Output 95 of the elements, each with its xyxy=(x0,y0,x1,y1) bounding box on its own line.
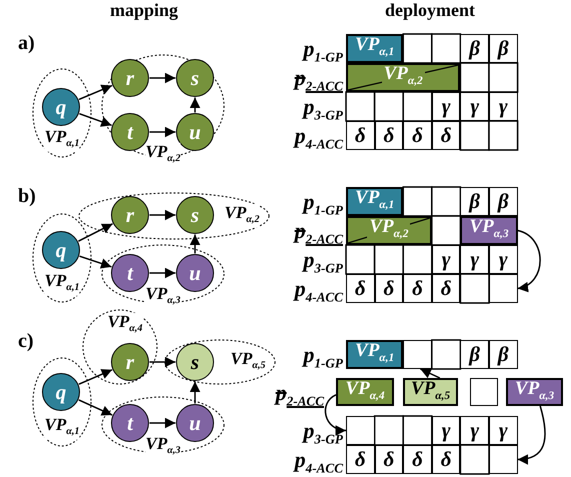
task-block: VP$_{α,1}$ xyxy=(346,187,404,216)
task-circle: s xyxy=(176,59,214,97)
arrow xyxy=(150,126,176,138)
table-cell: γ xyxy=(432,92,460,121)
empty-cell xyxy=(470,378,498,406)
table-cell: β xyxy=(489,340,518,369)
task-block: VP$_{α,5}$ xyxy=(403,378,458,406)
table-cell: δ xyxy=(374,274,404,303)
arrow xyxy=(517,230,541,291)
table-cell: γ xyxy=(460,92,489,121)
row-label: p$_{4-ACC}$ xyxy=(292,275,343,303)
table-cell: γ xyxy=(432,416,460,445)
arrow xyxy=(150,72,176,84)
arrow xyxy=(78,369,112,385)
table-cell: β xyxy=(460,340,489,369)
task-circle: r xyxy=(111,343,149,381)
table-cell: δ xyxy=(403,274,432,303)
group-label: VP$_{α,1}$ xyxy=(44,416,80,440)
table-cell: β xyxy=(460,34,489,63)
arrow xyxy=(150,268,176,278)
group-label: VP$_{α,1}$ xyxy=(44,128,80,152)
panel-label: c) xyxy=(18,330,34,353)
row-label: p$_{2-ACC}$ xyxy=(292,217,343,245)
table-cell: δ xyxy=(374,121,404,150)
task-circle: q xyxy=(42,88,80,126)
arrow xyxy=(324,394,346,435)
group-ellipse xyxy=(32,213,92,303)
row-label: p$_{2-ACC}$ xyxy=(273,379,324,407)
task-block: VP$_{α,4}$ xyxy=(336,378,394,406)
table-cell: γ xyxy=(432,245,460,274)
group-label: VP$_{α,5}$ xyxy=(230,350,266,374)
row-label: p$_{3-GP}$ xyxy=(300,246,343,274)
task-block: VP$_{α,2}$ xyxy=(346,216,432,245)
table-cell: γ xyxy=(489,245,518,274)
panel-label: a) xyxy=(18,32,35,55)
task-block: VP$_{α,3}$ xyxy=(460,216,518,245)
group-ellipse xyxy=(164,339,276,385)
table-cell: δ xyxy=(346,445,375,474)
task-block: VP$_{α,2}$ xyxy=(346,63,460,92)
arrow xyxy=(150,210,176,220)
table-cell: γ xyxy=(460,416,489,445)
group-ellipse xyxy=(82,309,158,385)
table-cell: δ xyxy=(403,121,432,150)
table-cell: δ xyxy=(403,445,432,474)
table-cell: β xyxy=(489,187,518,216)
arrow xyxy=(150,418,176,428)
table-cell: δ xyxy=(432,274,460,303)
task-circle: s xyxy=(176,343,214,381)
arrow xyxy=(420,368,440,379)
group-label: VP$_{α,2}$ xyxy=(224,204,260,228)
task-circle: s xyxy=(176,196,214,234)
table-cell: γ xyxy=(489,92,518,121)
task-circle: u xyxy=(176,113,214,151)
row-label: p$_{1-GP}$ xyxy=(300,341,343,369)
task-circle: r xyxy=(111,196,149,234)
task-block: VP$_{α,1}$ xyxy=(346,34,404,63)
group-ellipse xyxy=(32,357,92,447)
column-heading: deployment xyxy=(385,0,475,21)
table-cell: δ xyxy=(432,445,460,474)
row-label: p$_{2-ACC}$ xyxy=(292,64,343,92)
row-label: p$_{4-ACC}$ xyxy=(292,122,343,150)
group-label: VP$_{α,1}$ xyxy=(44,272,80,296)
task-circle: r xyxy=(111,59,149,97)
group-ellipse xyxy=(32,68,92,158)
column-heading: mapping xyxy=(110,0,178,21)
row-label: p$_{3-GP}$ xyxy=(300,417,343,445)
arrow xyxy=(79,255,112,268)
table-cell: δ xyxy=(346,274,375,303)
task-circle: q xyxy=(42,373,80,411)
table-cell: γ xyxy=(489,416,518,445)
row-label: p$_{1-GP}$ xyxy=(300,188,343,216)
group-ellipse xyxy=(78,192,270,240)
table-cell: δ xyxy=(432,121,460,150)
arrow xyxy=(518,406,546,464)
table-cell: γ xyxy=(460,245,489,274)
arrow xyxy=(78,223,113,242)
arrow xyxy=(190,98,200,112)
table-cell: β xyxy=(489,34,518,63)
task-circle: u xyxy=(176,254,214,292)
arrow xyxy=(190,234,200,254)
panel-label: b) xyxy=(18,185,36,208)
table-cell: δ xyxy=(374,445,404,474)
table-cell: δ xyxy=(346,121,375,150)
task-block: VP$_{α,1}$ xyxy=(346,340,404,369)
arrow xyxy=(78,84,112,100)
table-cell: β xyxy=(460,187,489,216)
arrow xyxy=(78,399,113,416)
arrow xyxy=(190,382,200,404)
row-label: p$_{4-ACC}$ xyxy=(292,446,343,474)
task-block: VP$_{α,3}$ xyxy=(506,378,563,406)
arrow xyxy=(79,112,112,127)
task-circle: u xyxy=(176,404,214,442)
row-label: p$_{3-GP}$ xyxy=(300,93,343,121)
task-circle: q xyxy=(42,231,80,269)
row-label: p$_{1-GP}$ xyxy=(300,35,343,63)
